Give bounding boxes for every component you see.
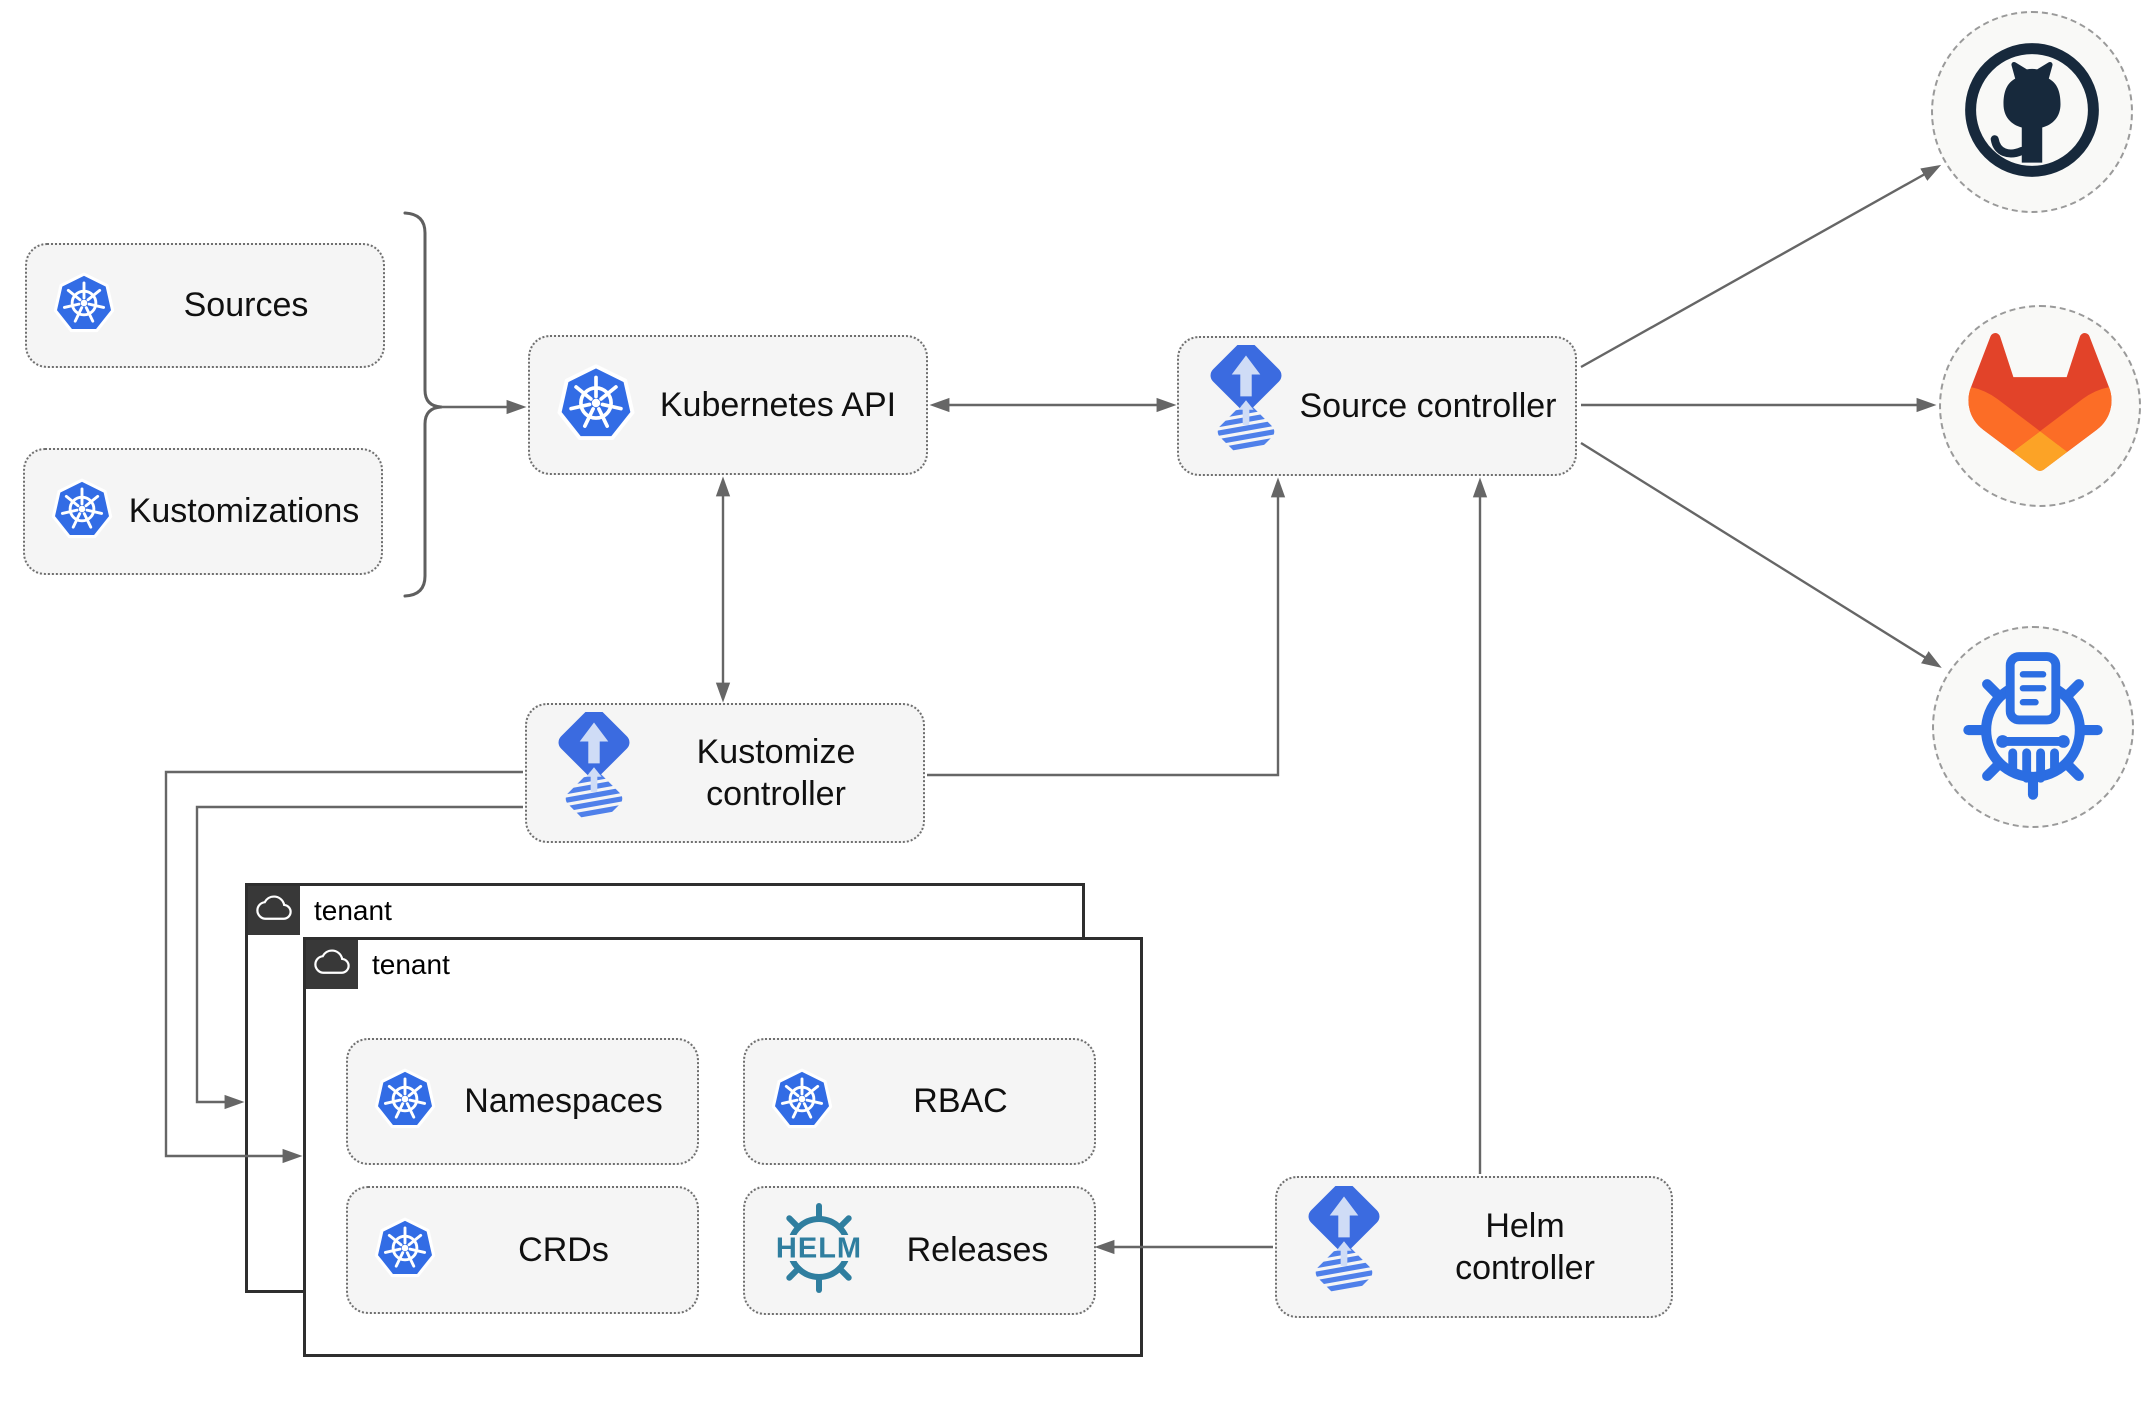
node-rbac: RBAC [743, 1038, 1096, 1165]
flux-icon [1203, 339, 1289, 468]
node-kustomizations: Kustomizations [23, 448, 383, 575]
kubernetes-icon [51, 270, 117, 341]
tenant-label: tenant [314, 894, 392, 926]
tenant-tab [306, 940, 358, 989]
bracket-sources-group [403, 405, 443, 598]
helm-logo-text: HELM [776, 1233, 862, 1265]
kubernetes-icon [49, 476, 115, 547]
node-kustomize-controller: Kustomize controller [525, 703, 925, 843]
node-label-kubernetes-api: Kubernetes API [659, 385, 897, 424]
group-tenant-inner: tenant Namespaces [303, 937, 1143, 1357]
github-icon [1956, 34, 2108, 191]
cloud-icon [256, 895, 292, 926]
provider-chartmuseum [1932, 626, 2134, 828]
flux-icon [551, 706, 637, 835]
node-label-kustomize-controller: Kustomize controller [696, 732, 856, 814]
flux-icon [1301, 1180, 1387, 1309]
bracket-sources-group [403, 211, 443, 409]
edge-kustomize-to-source-controller [927, 477, 1286, 777]
node-label-kustomizations: Kustomizations [128, 492, 360, 531]
tenant-tab [248, 886, 300, 935]
node-kubernetes-api: Kubernetes API [528, 335, 928, 475]
node-label-crds: CRDs [518, 1230, 609, 1269]
helm-icon: HELM [769, 1198, 869, 1303]
edge-source-to-github [1580, 164, 1942, 369]
kubernetes-icon [554, 361, 638, 450]
kubernetes-icon [769, 1066, 835, 1137]
node-label-namespaces: Namespaces [464, 1082, 663, 1121]
node-label-sources: Sources [183, 286, 309, 325]
node-label-releases: Releases [906, 1231, 1049, 1270]
node-crds: CRDs [346, 1186, 699, 1314]
node-label-helm-controller: Helm controller [1455, 1206, 1595, 1288]
node-sources: Sources [25, 243, 385, 368]
tenant-label: tenant [372, 948, 450, 980]
node-helm-controller: Helm controller [1275, 1176, 1673, 1318]
cloud-icon [314, 949, 350, 980]
node-releases: HELM Releases [743, 1186, 1096, 1315]
git-provider-github [1931, 11, 2133, 213]
kubernetes-icon [372, 1215, 438, 1286]
node-source-controller: Source controller [1177, 336, 1577, 476]
edge-source-to-chartmuseum [1580, 441, 1942, 668]
gitlab-icon [1964, 329, 2116, 483]
node-label-rbac: RBAC [913, 1082, 1008, 1121]
node-namespaces: Namespaces [346, 1038, 699, 1165]
git-provider-gitlab [1939, 305, 2141, 507]
node-label-source-controller: Source controller [1299, 386, 1557, 425]
kubernetes-icon [372, 1066, 438, 1137]
chartmuseum-icon [1957, 649, 2109, 806]
